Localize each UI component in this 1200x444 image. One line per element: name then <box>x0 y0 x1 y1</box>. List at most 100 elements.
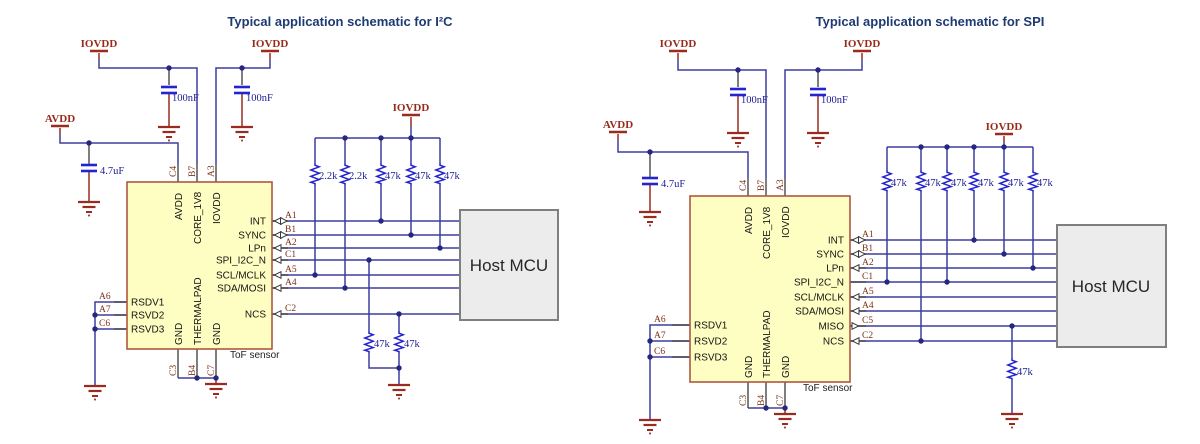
cap-value: 100nF <box>741 95 768 106</box>
pin-name: SDA/MOSI <box>795 307 844 318</box>
pin-number: C4 <box>169 166 179 177</box>
pin-arrow-left <box>273 217 282 225</box>
pullup-resistor <box>999 169 1009 193</box>
junction-dot <box>815 67 821 73</box>
pin-arrow-left <box>851 264 860 272</box>
pin-name: SPI_I2C_N <box>216 256 266 267</box>
pin-name: AVDD <box>744 207 755 234</box>
spi-title: Typical application schematic for SPI <box>816 14 1045 29</box>
pullup-resistor <box>1028 169 1038 193</box>
resistor-value: 2.2k <box>319 171 338 182</box>
pin-number: A7 <box>654 331 666 341</box>
pin-name: RSVD2 <box>131 311 165 322</box>
i2c-schematic: Typical application schematic for I²C <box>45 14 559 401</box>
pullup-resistor <box>882 169 892 193</box>
ground-symbol <box>999 412 1025 429</box>
pin-number: C7 <box>776 395 786 406</box>
i2c-red-leads <box>59 53 412 384</box>
spi-junction-dots <box>647 67 1036 411</box>
junction-dot <box>396 311 402 317</box>
i2c-signal-wires <box>272 220 460 315</box>
junction-dot <box>918 144 924 150</box>
spi-schematic: Typical application schematic for SPI <box>603 14 1167 435</box>
tof-sensor-ic-body <box>689 195 851 383</box>
pin-name: CORE_1V8 <box>193 191 204 244</box>
net-label-iovdd: IOVDD <box>986 121 1023 133</box>
junction-dot <box>944 279 950 285</box>
junction-dot <box>342 135 348 141</box>
junction-dot <box>312 272 318 278</box>
resistor-value: 47k <box>978 178 995 189</box>
pin-name: SYNC <box>238 231 266 242</box>
junction-dot <box>92 312 98 318</box>
junction-dot <box>763 405 769 411</box>
resistor-value: 47k <box>1017 367 1034 378</box>
junction-dot <box>396 365 402 371</box>
pin-name: INT <box>828 236 844 247</box>
pullup-resistor <box>406 162 416 186</box>
tof-sensor-ic-body <box>126 181 273 350</box>
junction-dot <box>378 218 384 224</box>
pin-name: SDA/MOSI <box>217 284 266 295</box>
ic-caption: ToF sensor <box>803 383 853 394</box>
junction-dot <box>408 135 414 141</box>
pin-number: A7 <box>99 305 111 315</box>
cap-value: 4.7uF <box>661 179 685 190</box>
capacitor-4u7 <box>640 176 660 186</box>
ground-symbol <box>203 382 229 399</box>
ground-symbol <box>805 131 831 148</box>
host-mcu-box <box>1056 224 1167 348</box>
junction-dot <box>735 67 741 73</box>
i2c-pullup-wires <box>314 126 441 288</box>
ground-symbol <box>772 412 798 429</box>
pin-name: INT <box>250 217 266 228</box>
pin-name: RSVD3 <box>131 325 165 336</box>
spi-power-wires <box>617 59 863 178</box>
pin-number: C2 <box>862 331 873 341</box>
pin-number: B4 <box>757 395 767 406</box>
pulldown-resistor <box>364 330 374 354</box>
pin-number: C3 <box>169 365 179 376</box>
pin-arrow-left <box>273 231 282 239</box>
ground-symbol <box>229 125 255 142</box>
pin-name: MISO <box>818 322 844 333</box>
net-label-iovdd: IOVDD <box>844 38 881 50</box>
i2c-pulldown-wires <box>368 260 400 384</box>
pin-number: B7 <box>757 180 767 191</box>
pin-arrow-left <box>851 307 860 315</box>
pin-number: A2 <box>285 238 297 248</box>
pin-name: GND <box>212 323 223 345</box>
pin-name: LPn <box>248 244 266 255</box>
pin-name: NCS <box>823 337 844 348</box>
pulldown-resistor <box>394 330 404 354</box>
junction-dot <box>1001 251 1007 257</box>
junction-dot <box>884 279 890 285</box>
resistor-value: 47k <box>415 171 432 182</box>
pin-number: C6 <box>99 319 110 329</box>
pin-number: C1 <box>285 250 296 260</box>
net-label-iovdd: IOVDD <box>393 102 430 114</box>
pin-number: A3 <box>776 179 786 191</box>
pin-number: A5 <box>285 265 297 275</box>
pin-name: NCS <box>245 310 266 321</box>
junction-dot <box>437 245 443 251</box>
pin-name: SCL/MCLK <box>794 293 844 304</box>
pin-number: B1 <box>285 225 296 235</box>
pin-number: C6 <box>654 347 665 357</box>
ground-symbol <box>82 384 108 401</box>
i2c-power-wires <box>59 59 271 164</box>
pin-number: B7 <box>188 166 198 177</box>
resistor-value: 47k <box>925 178 942 189</box>
junction-dot <box>971 144 977 150</box>
junction-dot <box>213 375 219 381</box>
cap-value: 4.7uF <box>100 166 124 177</box>
pin-name: GND <box>781 356 792 378</box>
pin-number: B1 <box>862 244 873 254</box>
pullup-resistor <box>310 162 320 186</box>
pin-name: SYNC <box>816 250 844 261</box>
i2c-junction-dots <box>86 65 443 381</box>
resistor-value: 2.2k <box>349 171 368 182</box>
pin-name: IOVDD <box>781 206 792 238</box>
junction-dot <box>194 375 200 381</box>
